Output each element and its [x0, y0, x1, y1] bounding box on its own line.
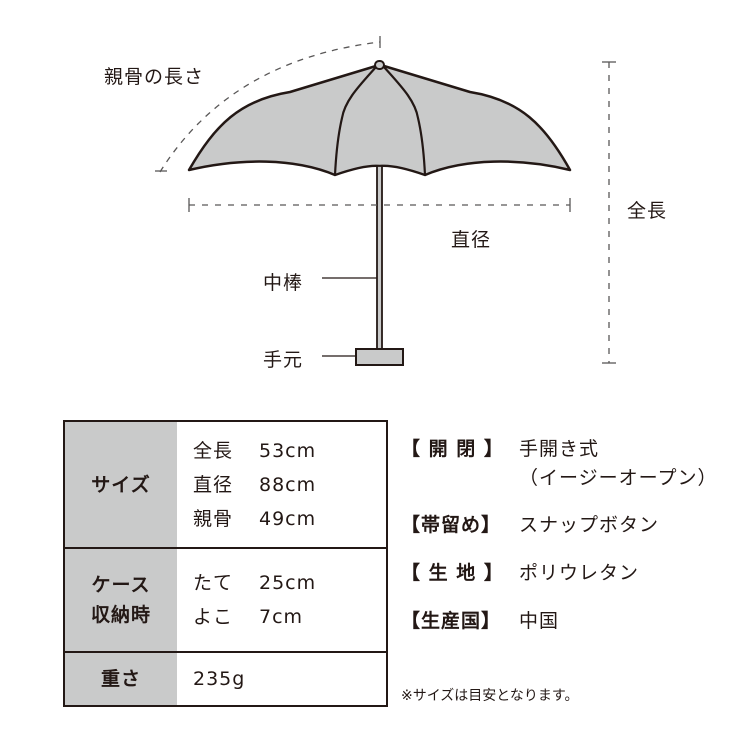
spec-row-size: サイズ 全長 53cm 直径 88cm 親骨 49cm	[65, 422, 386, 549]
spec-line: たて 25cm	[193, 572, 317, 594]
umbrella-diagram	[155, 36, 616, 366]
shaft-label: 中棒	[263, 272, 304, 294]
info-list: 【 開 閉 】 手開き式 （イージーオープン） 【帯留め】 スナップボタン 【 …	[401, 435, 731, 636]
spec-header-weight: 重さ	[65, 653, 177, 705]
umbrella-canopy	[187, 64, 572, 177]
spec-row-weight: 重さ 235g	[65, 653, 386, 705]
info-item-strap: 【帯留め】 スナップボタン	[401, 514, 660, 536]
handle	[355, 348, 404, 366]
info-item-opening: 【 開 閉 】 手開き式 （イージーオープン）	[401, 438, 718, 489]
spec-header-case: ケース 収納時	[65, 549, 177, 651]
spec-line: 親骨 49cm	[193, 507, 317, 530]
spec-line: 全長 53cm	[193, 439, 317, 462]
spec-table: サイズ 全長 53cm 直径 88cm 親骨 49cm ケース 収納時	[63, 420, 388, 707]
rib-length-label: 親骨の長さ	[104, 66, 205, 88]
total-length-label: 全長	[627, 200, 668, 222]
diameter-label: 直径	[451, 229, 492, 251]
info-item-origin: 【生産国】 中国	[401, 610, 560, 632]
spec-line: 235g	[193, 668, 246, 690]
info-item-fabric: 【 生 地 】 ポリウレタン	[401, 562, 640, 584]
spec-line: 直径 88cm	[193, 473, 317, 496]
spec-header-size: サイズ	[65, 422, 177, 547]
spec-line: よこ 7cm	[193, 606, 304, 628]
handle-label: 手元	[263, 349, 304, 371]
shaft	[376, 165, 383, 350]
size-note: ※サイズは目安となります。	[401, 688, 579, 704]
spec-row-case: ケース 収納時 たて 25cm よこ 7cm	[65, 549, 386, 653]
